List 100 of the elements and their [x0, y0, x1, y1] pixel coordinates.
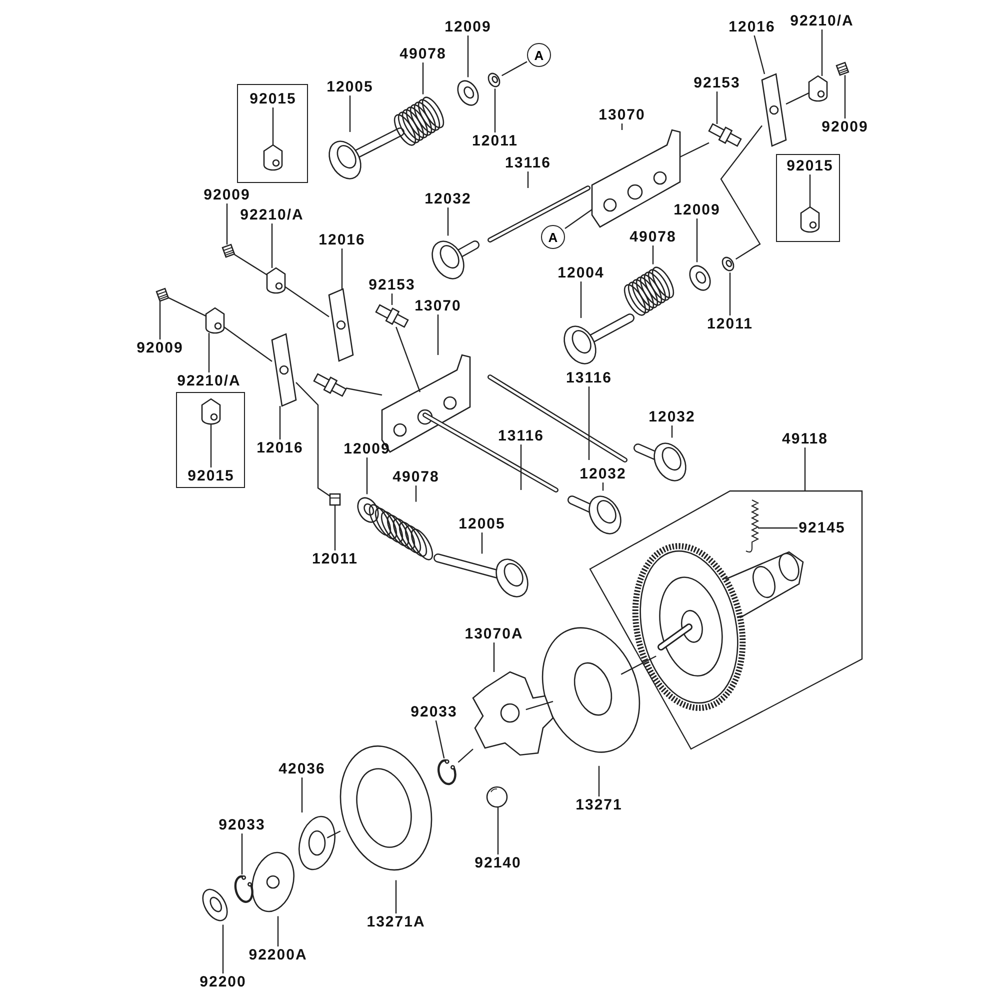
alignment-line: [296, 382, 330, 497]
camshaft-gear-drawing: [632, 543, 804, 711]
leader-line: [671, 426, 673, 438]
cap-nut-drawing: [205, 307, 225, 334]
alignment-line: [720, 125, 762, 260]
leader-line: [208, 333, 210, 372]
washer-drawing: [722, 256, 734, 272]
leader-line: [437, 314, 439, 355]
push-rod-drawing: [488, 186, 590, 242]
leader-line: [621, 124, 623, 130]
part-number: 12005: [326, 78, 374, 96]
leader-line: [279, 406, 281, 440]
part-number: 49078: [398, 46, 448, 62]
cap-nut-drawing: [800, 206, 820, 233]
leader-line: [809, 174, 811, 207]
rocker-arm-drawing: [328, 288, 354, 362]
alignment-line: [326, 830, 341, 838]
leader-line: [395, 880, 397, 914]
leader-line: [729, 272, 731, 316]
alignment-line: [680, 142, 710, 158]
washer-drawing: [252, 852, 294, 912]
leader-line: [754, 35, 766, 74]
part-frame: [776, 154, 840, 242]
rocker-arm-drawing: [761, 73, 787, 147]
bearing-drawing: [298, 816, 336, 870]
leader-line: [210, 424, 212, 468]
washer-drawing: [357, 497, 379, 523]
part-number: 92200: [198, 974, 248, 990]
valve-drawing: [328, 128, 404, 180]
part-number: 92015: [786, 158, 834, 174]
part-number: 13271: [574, 796, 624, 814]
washer-drawing: [488, 72, 500, 88]
valve-drawing: [432, 240, 480, 280]
leader-line: [422, 62, 424, 94]
leader-line: [652, 246, 654, 264]
leader-line: [497, 807, 499, 854]
tension-spring-drawing: [746, 500, 758, 552]
set-screw-drawing: [836, 62, 850, 76]
part-number: 12032: [648, 408, 696, 426]
part-number: 13116: [565, 370, 613, 386]
part-number: 12016: [256, 440, 304, 456]
leader-line: [821, 30, 823, 76]
leader-line: [588, 386, 590, 460]
leader-line: [602, 482, 604, 491]
leader-line: [435, 720, 445, 759]
part-number: 92015: [248, 90, 298, 108]
alignment-line: [526, 700, 554, 710]
leader-line: [467, 36, 469, 78]
coil-spring-drawing: [368, 504, 434, 560]
washer-drawing: [457, 80, 479, 106]
cap-nut-drawing: [808, 75, 828, 102]
ball-drawing: [486, 786, 508, 808]
alignment-line: [234, 254, 268, 276]
leader-line: [334, 505, 336, 550]
part-number: 92210/A: [239, 206, 305, 224]
part-number: 12032: [424, 190, 472, 208]
part-number: 49078: [392, 468, 440, 486]
leader-line: [844, 75, 846, 118]
part-frame: [237, 84, 308, 183]
leader-line: [598, 766, 600, 796]
part-number: 92145: [798, 520, 846, 536]
alignment-line: [786, 92, 810, 105]
part-number: 12011: [311, 550, 359, 568]
leader-line: [447, 208, 449, 236]
part-number: 12032: [578, 466, 628, 482]
valve-cap-drawing: [329, 493, 341, 506]
leader-line: [580, 282, 582, 318]
leader-line: [696, 218, 698, 262]
part-number: 92009: [136, 340, 184, 356]
part-number: 92140: [474, 854, 522, 872]
part-number: 12009: [444, 18, 492, 36]
leader-line: [226, 204, 228, 245]
leader-line: [341, 248, 343, 289]
part-number: 13271A: [366, 914, 426, 930]
washer-drawing: [202, 888, 228, 922]
part-number: 92009: [202, 186, 252, 204]
part-number: 12009: [342, 440, 392, 458]
leader-line: [222, 924, 224, 974]
alignment-line: [224, 326, 272, 362]
part-number: 92033: [410, 704, 458, 720]
part-number: 12005: [458, 516, 506, 532]
leader-line: [527, 172, 529, 188]
part-number: 92153: [368, 276, 416, 294]
leader-line: [301, 778, 303, 812]
coil-spring-drawing: [624, 266, 674, 316]
coil-spring-drawing: [394, 96, 444, 146]
part-number: 13070: [414, 298, 462, 314]
part-number: 12011: [706, 316, 754, 332]
valve-drawing: [564, 314, 634, 364]
part-number: 49078: [628, 228, 678, 246]
leader-line: [804, 448, 806, 491]
leader-line: [277, 916, 279, 946]
part-number: 12016: [728, 18, 776, 36]
valve-drawing: [434, 554, 528, 598]
alignment-line: [396, 326, 421, 393]
disc-drawing: [340, 746, 432, 870]
part-number: 92015: [186, 468, 236, 484]
part-number: 12011: [471, 132, 519, 150]
part-number: 12004: [556, 264, 606, 282]
part-number: 92009: [820, 118, 870, 136]
